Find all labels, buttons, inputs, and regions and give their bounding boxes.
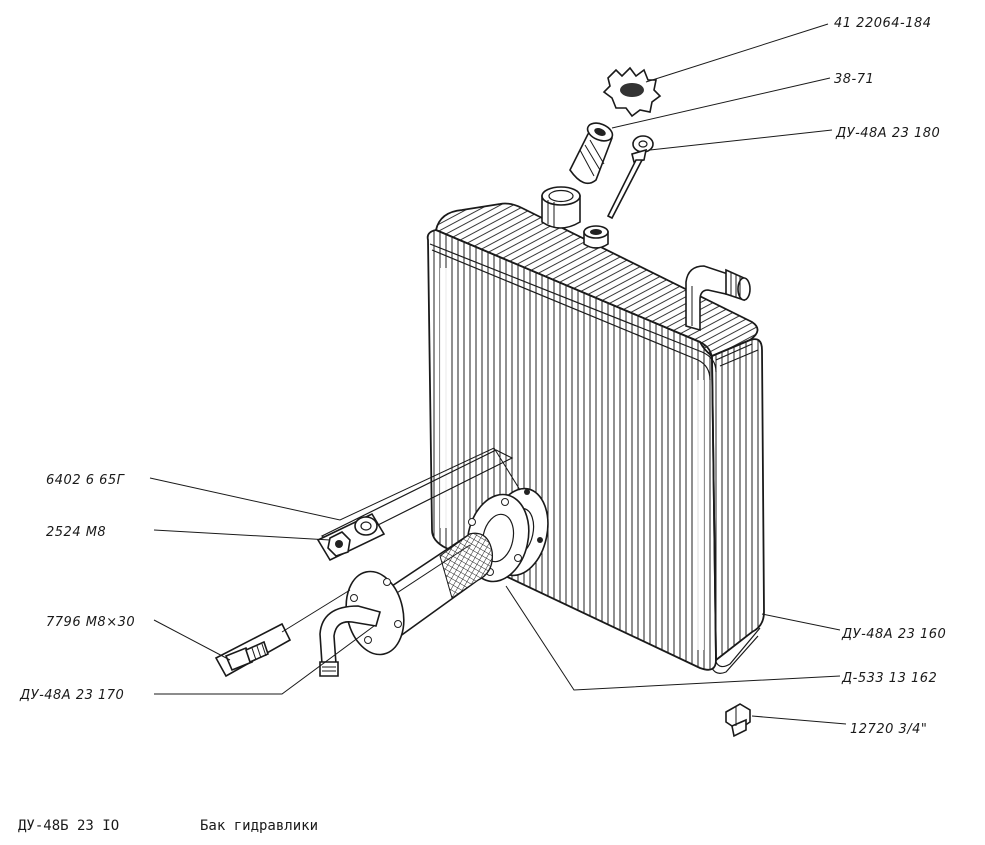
caption-code: ДУ-48Б 23 IO xyxy=(18,818,119,834)
label-dipstick: ДУ-48А 23 180 xyxy=(835,126,940,141)
label-bracket: 6402 6 65Г xyxy=(46,473,126,488)
nut xyxy=(327,531,351,557)
filler-neck xyxy=(541,186,581,229)
label-cap: 41 22064-184 xyxy=(834,16,932,31)
spring-washer xyxy=(354,516,378,536)
filler-cap xyxy=(602,66,662,118)
return-elbow xyxy=(685,265,751,332)
leader-lines xyxy=(149,23,847,725)
label-outlet-pipe: ДУ-48А 23 170 xyxy=(19,688,124,703)
label-plug: 12720 3/4" xyxy=(850,722,927,737)
dipstick-boss xyxy=(583,225,609,249)
filler-strainer xyxy=(569,122,614,185)
label-nut: 2524 М8 xyxy=(46,525,106,540)
label-gasket: Д-533 13 162 xyxy=(841,671,937,686)
label-strainer: 38-71 xyxy=(834,72,874,87)
label-bolt: 7796 М8×30 xyxy=(46,615,135,630)
caption-title: Бак гидравлики xyxy=(200,818,318,834)
outlet-pipe-assembly xyxy=(319,532,494,677)
dipstick xyxy=(606,135,654,220)
drain-plug xyxy=(725,703,751,738)
label-tank: ДУ-48А 23 160 xyxy=(841,627,946,642)
bolt xyxy=(224,640,269,672)
